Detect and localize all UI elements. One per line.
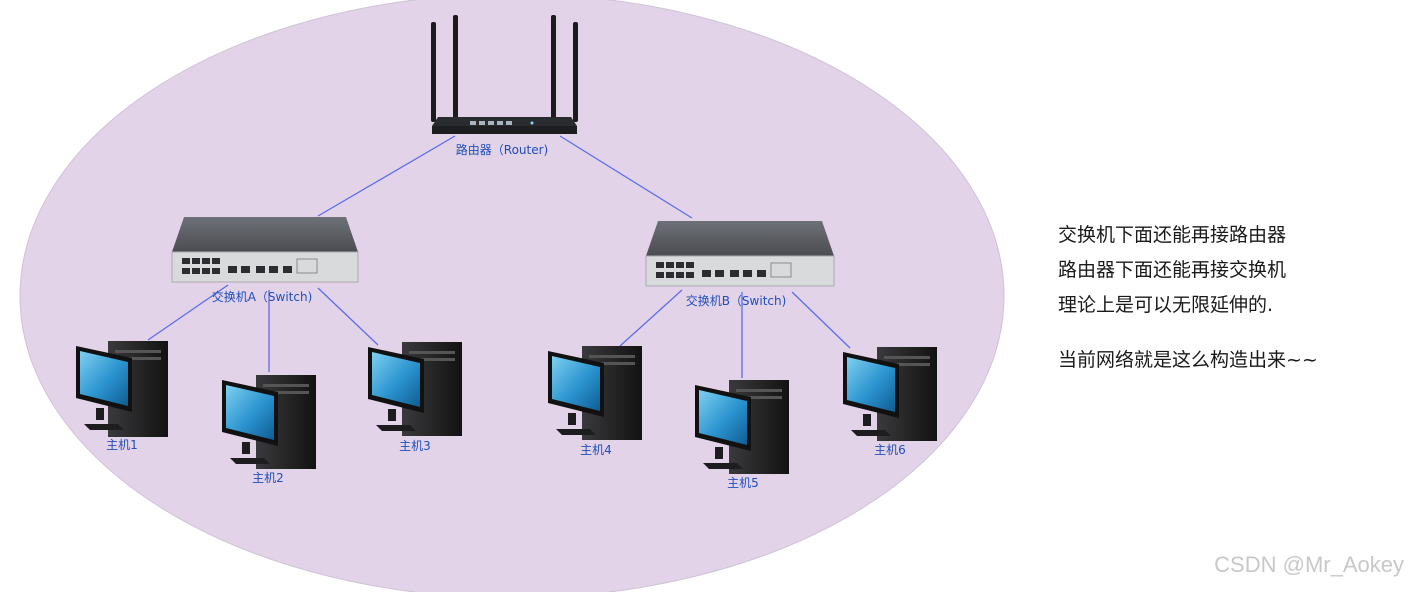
host-5-label: 主机5	[727, 476, 759, 490]
host-6-computer-icon	[843, 347, 937, 441]
note-line-3: 理论上是可以无限延伸的.	[1058, 294, 1274, 316]
csdn-watermark: CSDN @Mr_Aokey	[1214, 552, 1404, 577]
switch-a-icon	[171, 217, 359, 283]
router-icon	[431, 15, 578, 134]
host-5-computer-icon	[695, 380, 789, 474]
link-switch-a-host1	[147, 284, 229, 341]
host-1-label: 主机1	[106, 438, 138, 452]
note-line-2: 路由器下面还能再接交换机	[1058, 259, 1287, 281]
host-2-computer-icon	[222, 375, 316, 469]
link-router-switch-a	[317, 135, 456, 217]
host-3-computer-icon	[368, 342, 462, 436]
host-4-computer-icon	[548, 346, 642, 440]
router-label: 路由器（Router)	[456, 142, 548, 157]
host-6-label: 主机6	[874, 443, 906, 457]
link-switch-b-host4	[619, 289, 683, 347]
switch-a-label: 交换机A（Switch)	[212, 289, 313, 304]
network-topology-diagram: 路由器（Router) 交换机A（Switch)	[19, 0, 1005, 592]
link-lines	[147, 135, 851, 378]
link-switch-a-host3	[317, 287, 379, 346]
note-conclusion: 当前网络就是这么构造出来~~	[1058, 349, 1318, 371]
link-switch-b-host6	[791, 291, 851, 349]
host-2-label: 主机2	[252, 471, 284, 485]
explanation-notes: 交换机下面还能再接路由器 路由器下面还能再接交换机 理论上是可以无限延伸的. 当…	[1058, 218, 1398, 378]
link-router-switch-b	[559, 135, 693, 219]
host-3-label: 主机3	[399, 439, 431, 453]
note-line-1: 交换机下面还能再接路由器	[1058, 224, 1287, 246]
host-4-label: 主机4	[580, 443, 612, 457]
host-1-computer-icon	[76, 341, 168, 437]
network-boundary-ellipse	[19, 0, 1005, 592]
switch-b-icon	[645, 221, 835, 287]
switch-b-label: 交换机B（Switch)	[686, 293, 787, 308]
